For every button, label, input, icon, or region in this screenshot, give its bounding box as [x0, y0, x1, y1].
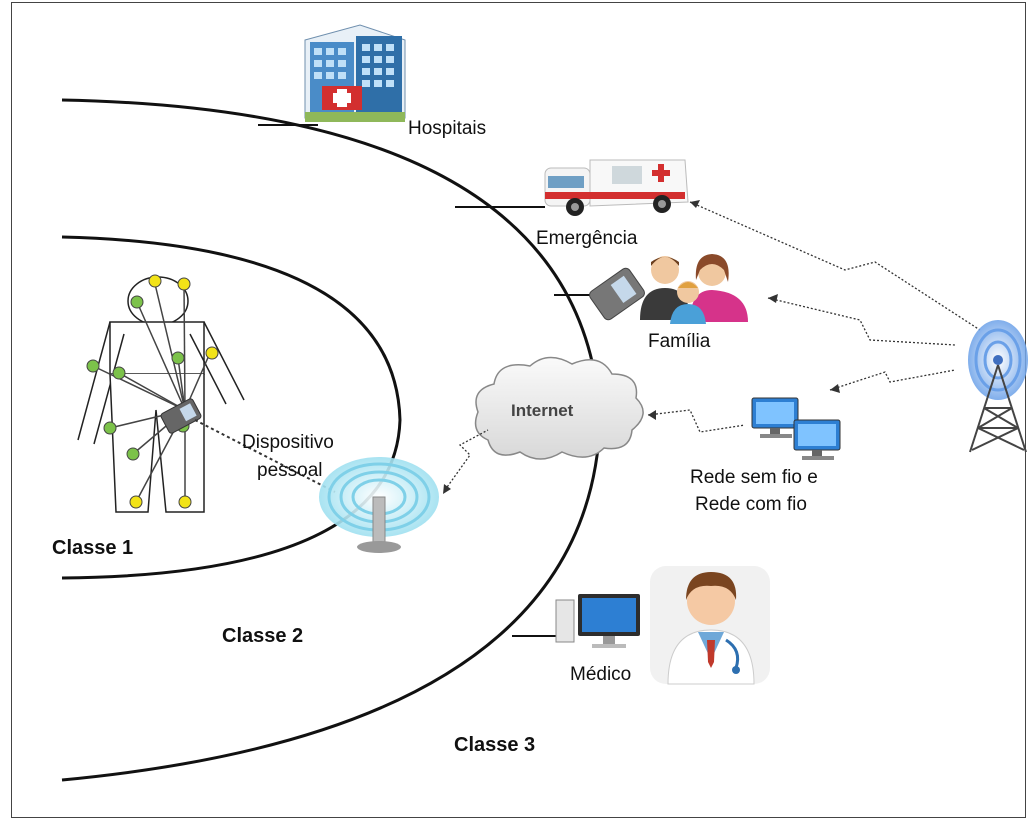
doctor-label: Médico [570, 664, 632, 685]
body-sensor-figure [77, 274, 245, 513]
internet-cloud-icon [474, 356, 644, 460]
wireless-links [444, 201, 981, 491]
family-label: Família [648, 331, 711, 352]
ambulance-icon [544, 159, 689, 216]
computers-icon [751, 397, 841, 460]
class1-label: Classe 1 [52, 537, 134, 559]
access-point-icon [319, 457, 439, 553]
family-icon [640, 254, 748, 324]
device-to-ap-link [194, 419, 336, 493]
class2-boundary-arc [61, 235, 402, 580]
class3-label: Classe 3 [454, 734, 536, 756]
internet-label: Internet [511, 401, 574, 420]
phone-icon [589, 267, 645, 321]
desktop-icon [555, 594, 640, 648]
doctor-icon [650, 566, 770, 685]
hospital-icon [304, 24, 406, 122]
personal-device-label-line1: Dispositivo [242, 432, 334, 453]
hospitals-label: Hospitais [408, 118, 487, 139]
personal-device-icon [160, 398, 202, 434]
diagram-frame [11, 2, 1026, 818]
cell-tower-icon [968, 320, 1028, 453]
network-label-line1: Rede sem fio e [690, 467, 818, 488]
network-label-line2: Rede com fio [695, 494, 807, 515]
class2-label: Classe 2 [222, 625, 304, 647]
personal-device-label-line2: pessoal [257, 460, 323, 481]
emergency-label: Emergência [536, 228, 638, 249]
